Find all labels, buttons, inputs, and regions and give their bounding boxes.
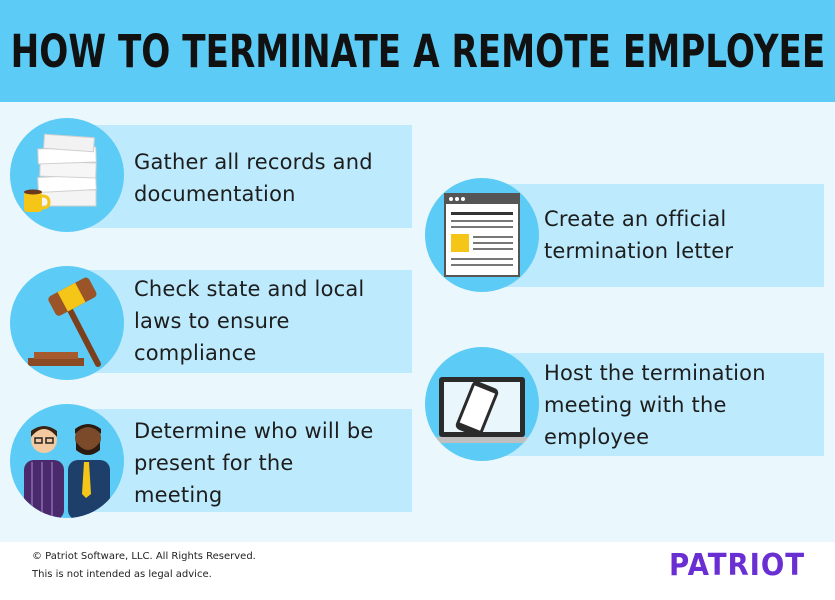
step-text-host-meeting: Host the termination meeting with the em… [544,361,766,449]
paper-stack-coffee-icon [24,133,97,212]
laptop-phone-icon [425,377,539,443]
step-text-create-letter: Create an official termination letter [544,207,734,263]
step-icon-circle [425,347,539,461]
step-text-check-laws: Check state and local laws to ensure com… [134,277,365,365]
step-icon-circle [10,404,124,518]
document-browser-icon [444,193,520,277]
two-people-icon [24,424,110,518]
gavel-icon [28,277,101,367]
page-title: HOW TO TERMINATE A REMOTE EMPLOYEE [10,24,825,78]
patriot-logo: PATRIOT [669,548,806,583]
step-text-gather-records: Gather all records and documentation [134,150,373,206]
step-icon-circle [10,266,124,380]
disclaimer-text: This is not intended as legal advice. [32,569,212,580]
header-banner: HOW TO TERMINATE A REMOTE EMPLOYEE [0,0,835,102]
step-icon-circle [10,118,124,232]
step-text-determine-attendees: Determine who will be present for the me… [134,419,374,507]
footer [0,542,835,600]
step-icon-circle [425,178,539,292]
copyright-text: © Patriot Software, LLC. All Rights Rese… [32,551,256,562]
